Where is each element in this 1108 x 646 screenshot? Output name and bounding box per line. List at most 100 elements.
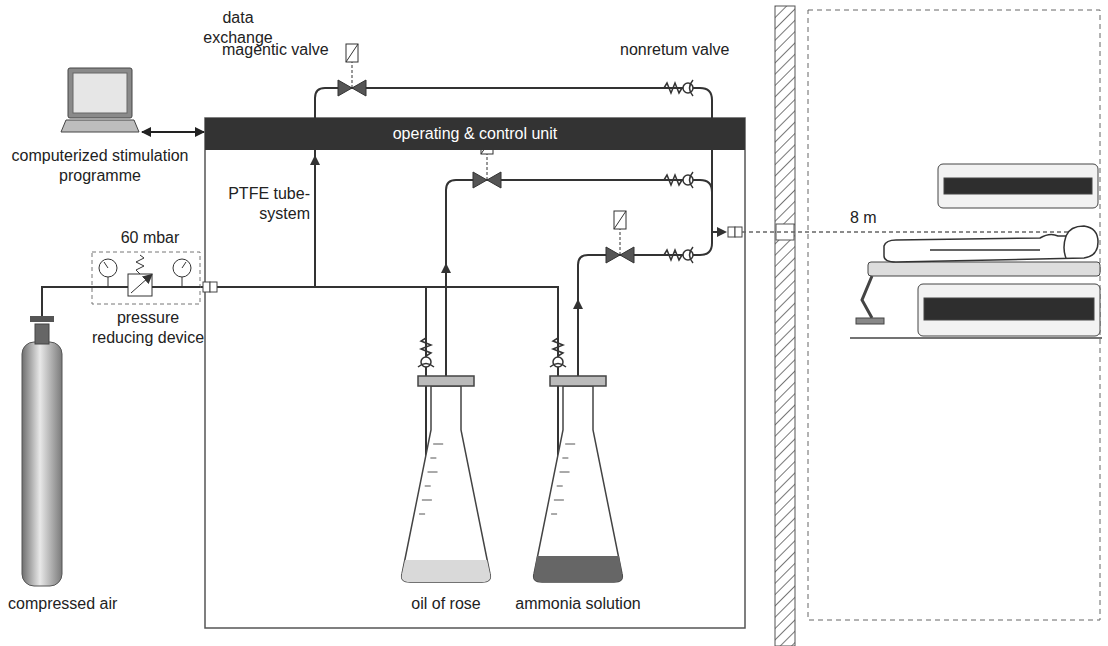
data-link-arrow [142,131,204,133]
flask [534,556,623,582]
flask [402,376,623,582]
flask-graduation [565,444,575,445]
mri-scanner [862,276,872,318]
flask-graduation [422,500,432,501]
wall [775,6,795,646]
check-valve [418,364,434,368]
part-label: pressure reducing device [86,308,210,348]
nonreturn-valve [664,250,682,260]
flask [402,560,491,582]
part-label: 8 m [850,208,886,228]
mri-scanner [938,164,1098,208]
tube-coupling [735,227,742,237]
nonreturn-valve [683,175,693,185]
mri-scanner [944,178,1092,194]
control-unit-bar: operating & control unit [205,118,745,150]
pressure-reducer [128,274,152,296]
part-label: compressed air [8,594,148,614]
magnetic-valve [346,44,358,62]
mri-scanner [850,164,1102,338]
flow-arrows [577,304,579,318]
flask-graduation [425,486,431,487]
laptop-drawing [61,120,139,132]
tube-coupling [728,227,735,237]
nonreturn-valve [690,247,694,263]
flask-graduation [433,444,443,445]
pressure-reducer [104,262,108,268]
flow-arrows [315,160,578,318]
laptop-drawing [73,73,127,113]
ptfe-tubing [712,231,722,233]
pressure-reducer [131,277,149,293]
ptfe-tubing [217,287,558,572]
magnetic-valve [338,44,634,263]
patient [930,236,1066,258]
mri-scanner [918,284,1100,336]
check-valve [421,338,431,356]
computer-icon: computerized stimulation programme [60,66,140,136]
tube-coupling [210,282,217,292]
pressure-reducer [136,255,144,274]
mri-scanner [850,337,1102,339]
mri-scanner [868,262,1100,276]
check-valve [553,357,563,367]
flask-graduation [430,458,436,459]
check-valve [553,338,563,356]
magnetic-valve [620,229,621,255]
flask-graduation [419,444,575,514]
nonreturn-valve [683,250,693,260]
ptfe-tubing [42,287,92,316]
scanner-room [808,10,1100,620]
link-label: data exchange [198,8,278,48]
magnetic-valve [352,62,353,88]
pressure-reducer [92,252,200,304]
patient [884,226,1098,262]
flask [418,376,474,386]
check-valve [418,338,566,367]
nonreturn-valve [664,83,682,93]
flask-graduation [557,486,563,487]
pressure-reducer [182,277,183,287]
nonreturn-valve [664,80,693,263]
ptfe-tubing [446,180,712,376]
laptop-drawing [68,68,132,118]
patient [884,226,1098,262]
pressure-reducer [99,259,117,277]
pressure-reducer [173,259,191,277]
delivery-line [742,231,1072,233]
tube-coupling [203,282,210,292]
unit-title: operating & control unit [393,124,558,144]
magnetic-valve [614,211,626,229]
nonreturn-valve [683,83,693,93]
computer-caption: computerized stimulation programme [10,146,190,186]
flask [550,376,606,386]
check-valve [550,364,566,368]
flask-graduation [551,514,557,515]
magnetic-valve [614,211,626,229]
flask-graduation [562,458,568,459]
gas-cylinder [30,316,54,322]
magnetic-valve [346,44,358,62]
gas-cylinder [35,324,49,344]
control-unit-housing [205,118,745,628]
nonreturn-valve [690,172,694,188]
pressure-reducer [108,277,109,287]
flask-graduation [554,500,564,501]
flask-graduation [560,472,570,473]
part-label: nonretum valve [620,40,740,60]
flow-arrows [445,268,447,282]
mri-scanner [856,318,884,324]
nonreturn-valve [664,175,682,185]
tube-coupling [203,227,742,292]
pressure-reducer [182,262,186,268]
check-valve [421,357,431,367]
flask [534,386,623,582]
part-label: PTFE tube-system [220,184,310,224]
part-label: ammonia solution [502,594,654,614]
part-label: 60 mbar [108,228,192,248]
magnetic-valve [487,154,488,180]
flow-arrows [314,160,316,172]
mri-scanner [924,298,1094,320]
flask [402,386,491,582]
